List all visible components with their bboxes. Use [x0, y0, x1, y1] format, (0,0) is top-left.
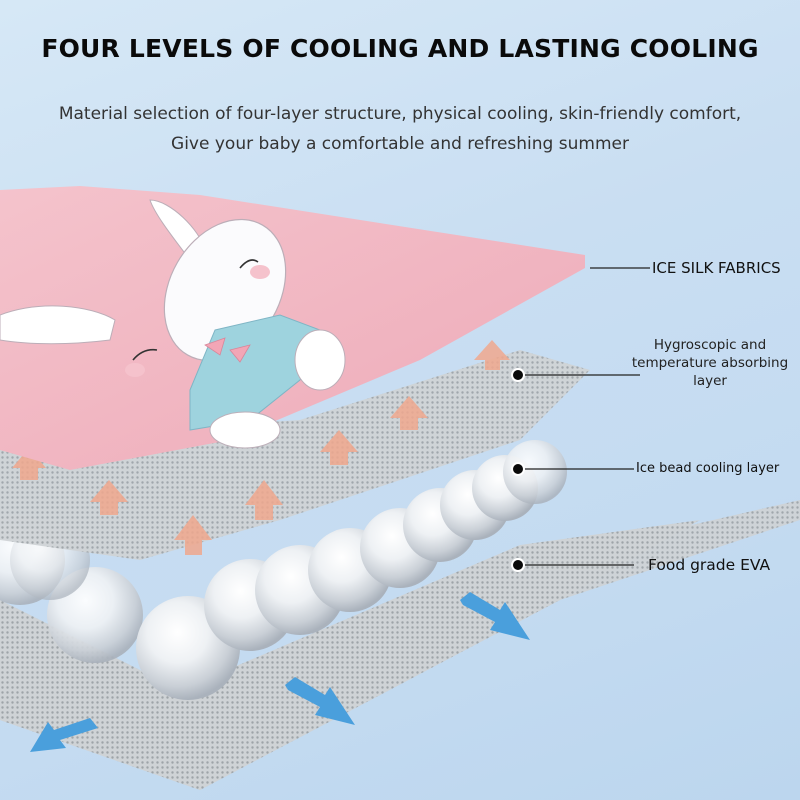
label-ice-silk-fabrics: ICE SILK FABRICS: [652, 259, 781, 277]
leader-lines: [518, 267, 650, 566]
ice-bead-layer: [0, 440, 567, 700]
hygroscopic-layer: [0, 350, 590, 560]
page-title: FOUR LEVELS OF COOLING AND LASTING COOLI…: [41, 34, 759, 63]
eva-layer: [0, 500, 800, 790]
subtitle-line-2: Give your baby a comfortable and refresh…: [171, 134, 629, 154]
subtitle-line-1: Material selection of four-layer structu…: [58, 104, 742, 124]
leader-dots: [511, 368, 525, 572]
label-ice-bead-layer: Ice bead cooling layer: [636, 461, 780, 476]
label-food-grade-eva: Food grade EVA: [648, 556, 771, 574]
heat-arrows: [12, 340, 510, 555]
ice-silk-fabric: [0, 186, 585, 470]
label-hygroscopic-layer: Hygroscopic and temperature absorbing la…: [631, 337, 789, 389]
bunny-illustration: [0, 199, 346, 449]
cool-arrows: [30, 592, 530, 752]
